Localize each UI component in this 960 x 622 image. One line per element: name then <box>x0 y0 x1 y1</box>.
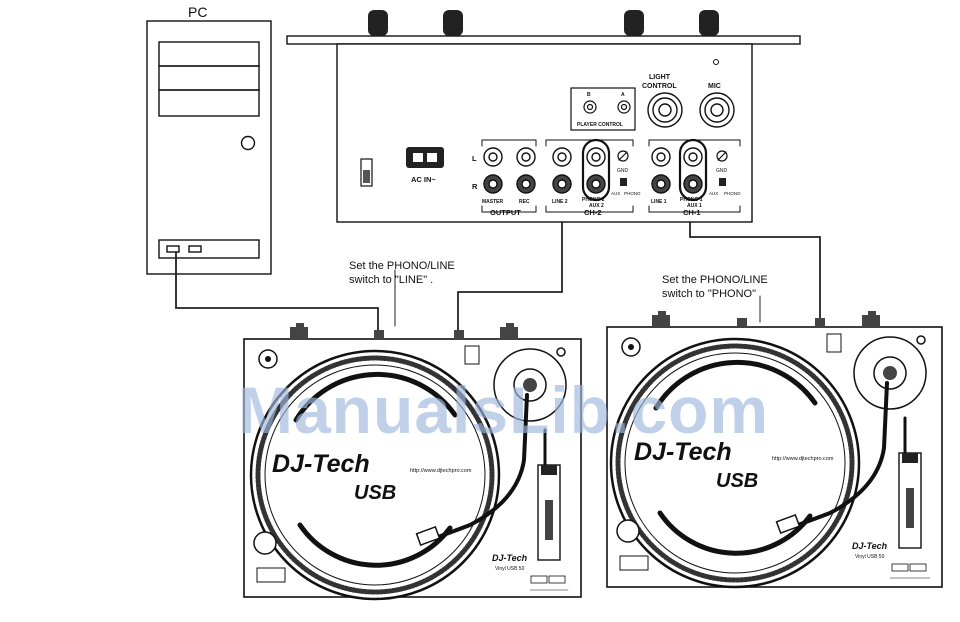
svg-text:A: A <box>621 92 625 98</box>
svg-text:DJ-Tech: DJ-Tech <box>492 553 528 563</box>
turntable-right: DJ-Tech USB http://www.djtechpro.com DJ-… <box>606 311 943 589</box>
rec-label: REC <box>519 199 530 205</box>
player-control-jack-icon <box>583 100 631 114</box>
audio-cable-ch2 <box>457 221 563 333</box>
ch2-label: CH-2 <box>584 208 602 217</box>
light-control-label: LIGHT <box>649 74 671 81</box>
usb-port-icon <box>166 245 180 253</box>
svg-text:PHONO: PHONO <box>724 191 741 196</box>
note-right: Set the PHONO/LINE switch to "PHONO" <box>662 273 768 301</box>
phono-line-switch-icon <box>719 178 726 186</box>
aux2-label: AUX 2 <box>589 203 604 209</box>
output-label: OUTPUT <box>490 208 521 217</box>
svg-text:CONTROL: CONTROL <box>642 83 677 90</box>
gnd-screw-icon <box>617 150 728 162</box>
cables <box>175 221 821 333</box>
svg-text:PHONO: PHONO <box>624 191 641 196</box>
gnd-label: GND <box>617 168 629 174</box>
r-label: R <box>472 182 478 191</box>
line1-label: LINE 1 <box>651 199 667 205</box>
gnd-label: GND <box>716 168 728 174</box>
note-left: Set the PHONO/LINE switch to "LINE" . <box>349 259 455 287</box>
svg-text:DJ-Tech: DJ-Tech <box>852 541 888 551</box>
pc-label: PC <box>188 4 208 20</box>
turntable-left: DJ-Tech USB http://www.djtechpro.com DJ-… <box>243 323 582 601</box>
aux1-label: AUX 1 <box>687 203 702 209</box>
note-right-line1: Set the PHONO/LINE <box>662 274 768 286</box>
start-stop-button-icon <box>253 531 277 555</box>
audio-cable-ch1 <box>689 221 821 323</box>
svg-text:AUX: AUX <box>611 191 620 196</box>
watermark: ManualsLib.com <box>238 373 770 447</box>
ch1-label: CH-1 <box>683 208 701 217</box>
url-label: http://www.djtechpro.com <box>772 456 834 462</box>
note-right-line2: switch to "PHONO" <box>662 288 756 300</box>
mic-label: MIC <box>708 83 721 90</box>
brand-logo: DJ-Tech <box>272 450 370 478</box>
pc-tower <box>146 20 272 275</box>
usb-cable <box>175 251 379 333</box>
player-control-label: PLAYER CONTROL <box>577 122 623 128</box>
rca-jack-icon <box>483 147 703 194</box>
svg-text:Vinyl USB 50: Vinyl USB 50 <box>495 566 525 572</box>
usb-logo: USB <box>354 482 396 504</box>
phono1-label: PHONO 1 <box>680 197 703 203</box>
ac-in-label: AC IN~ <box>411 175 436 184</box>
master-label: MASTER <box>482 199 504 205</box>
svg-text:AUX: AUX <box>709 191 718 196</box>
phono-line-switch-icon <box>620 178 627 186</box>
start-stop-button-icon <box>616 519 640 543</box>
xlr-jack-icon <box>647 92 735 128</box>
knob-icon <box>368 10 719 36</box>
usb-port-icon <box>188 245 202 253</box>
note-left-line1: Set the PHONO/LINE <box>349 260 455 272</box>
usb-logo: USB <box>716 470 758 492</box>
brand-logo: DJ-Tech <box>634 438 732 466</box>
ac-inlet-icon <box>406 147 444 168</box>
mixer: AC IN~ L R <box>286 10 801 223</box>
power-button-icon <box>240 135 256 151</box>
url-label: http://www.djtechpro.com <box>410 468 472 474</box>
l-label: L <box>472 154 477 163</box>
line2-label: LINE 2 <box>552 199 568 205</box>
svg-text:Vinyl USB 50: Vinyl USB 50 <box>855 554 885 560</box>
phono2-label: PHONO 2 <box>582 197 605 203</box>
svg-text:B: B <box>587 92 591 98</box>
note-left-line2: switch to "LINE" . <box>349 274 434 286</box>
